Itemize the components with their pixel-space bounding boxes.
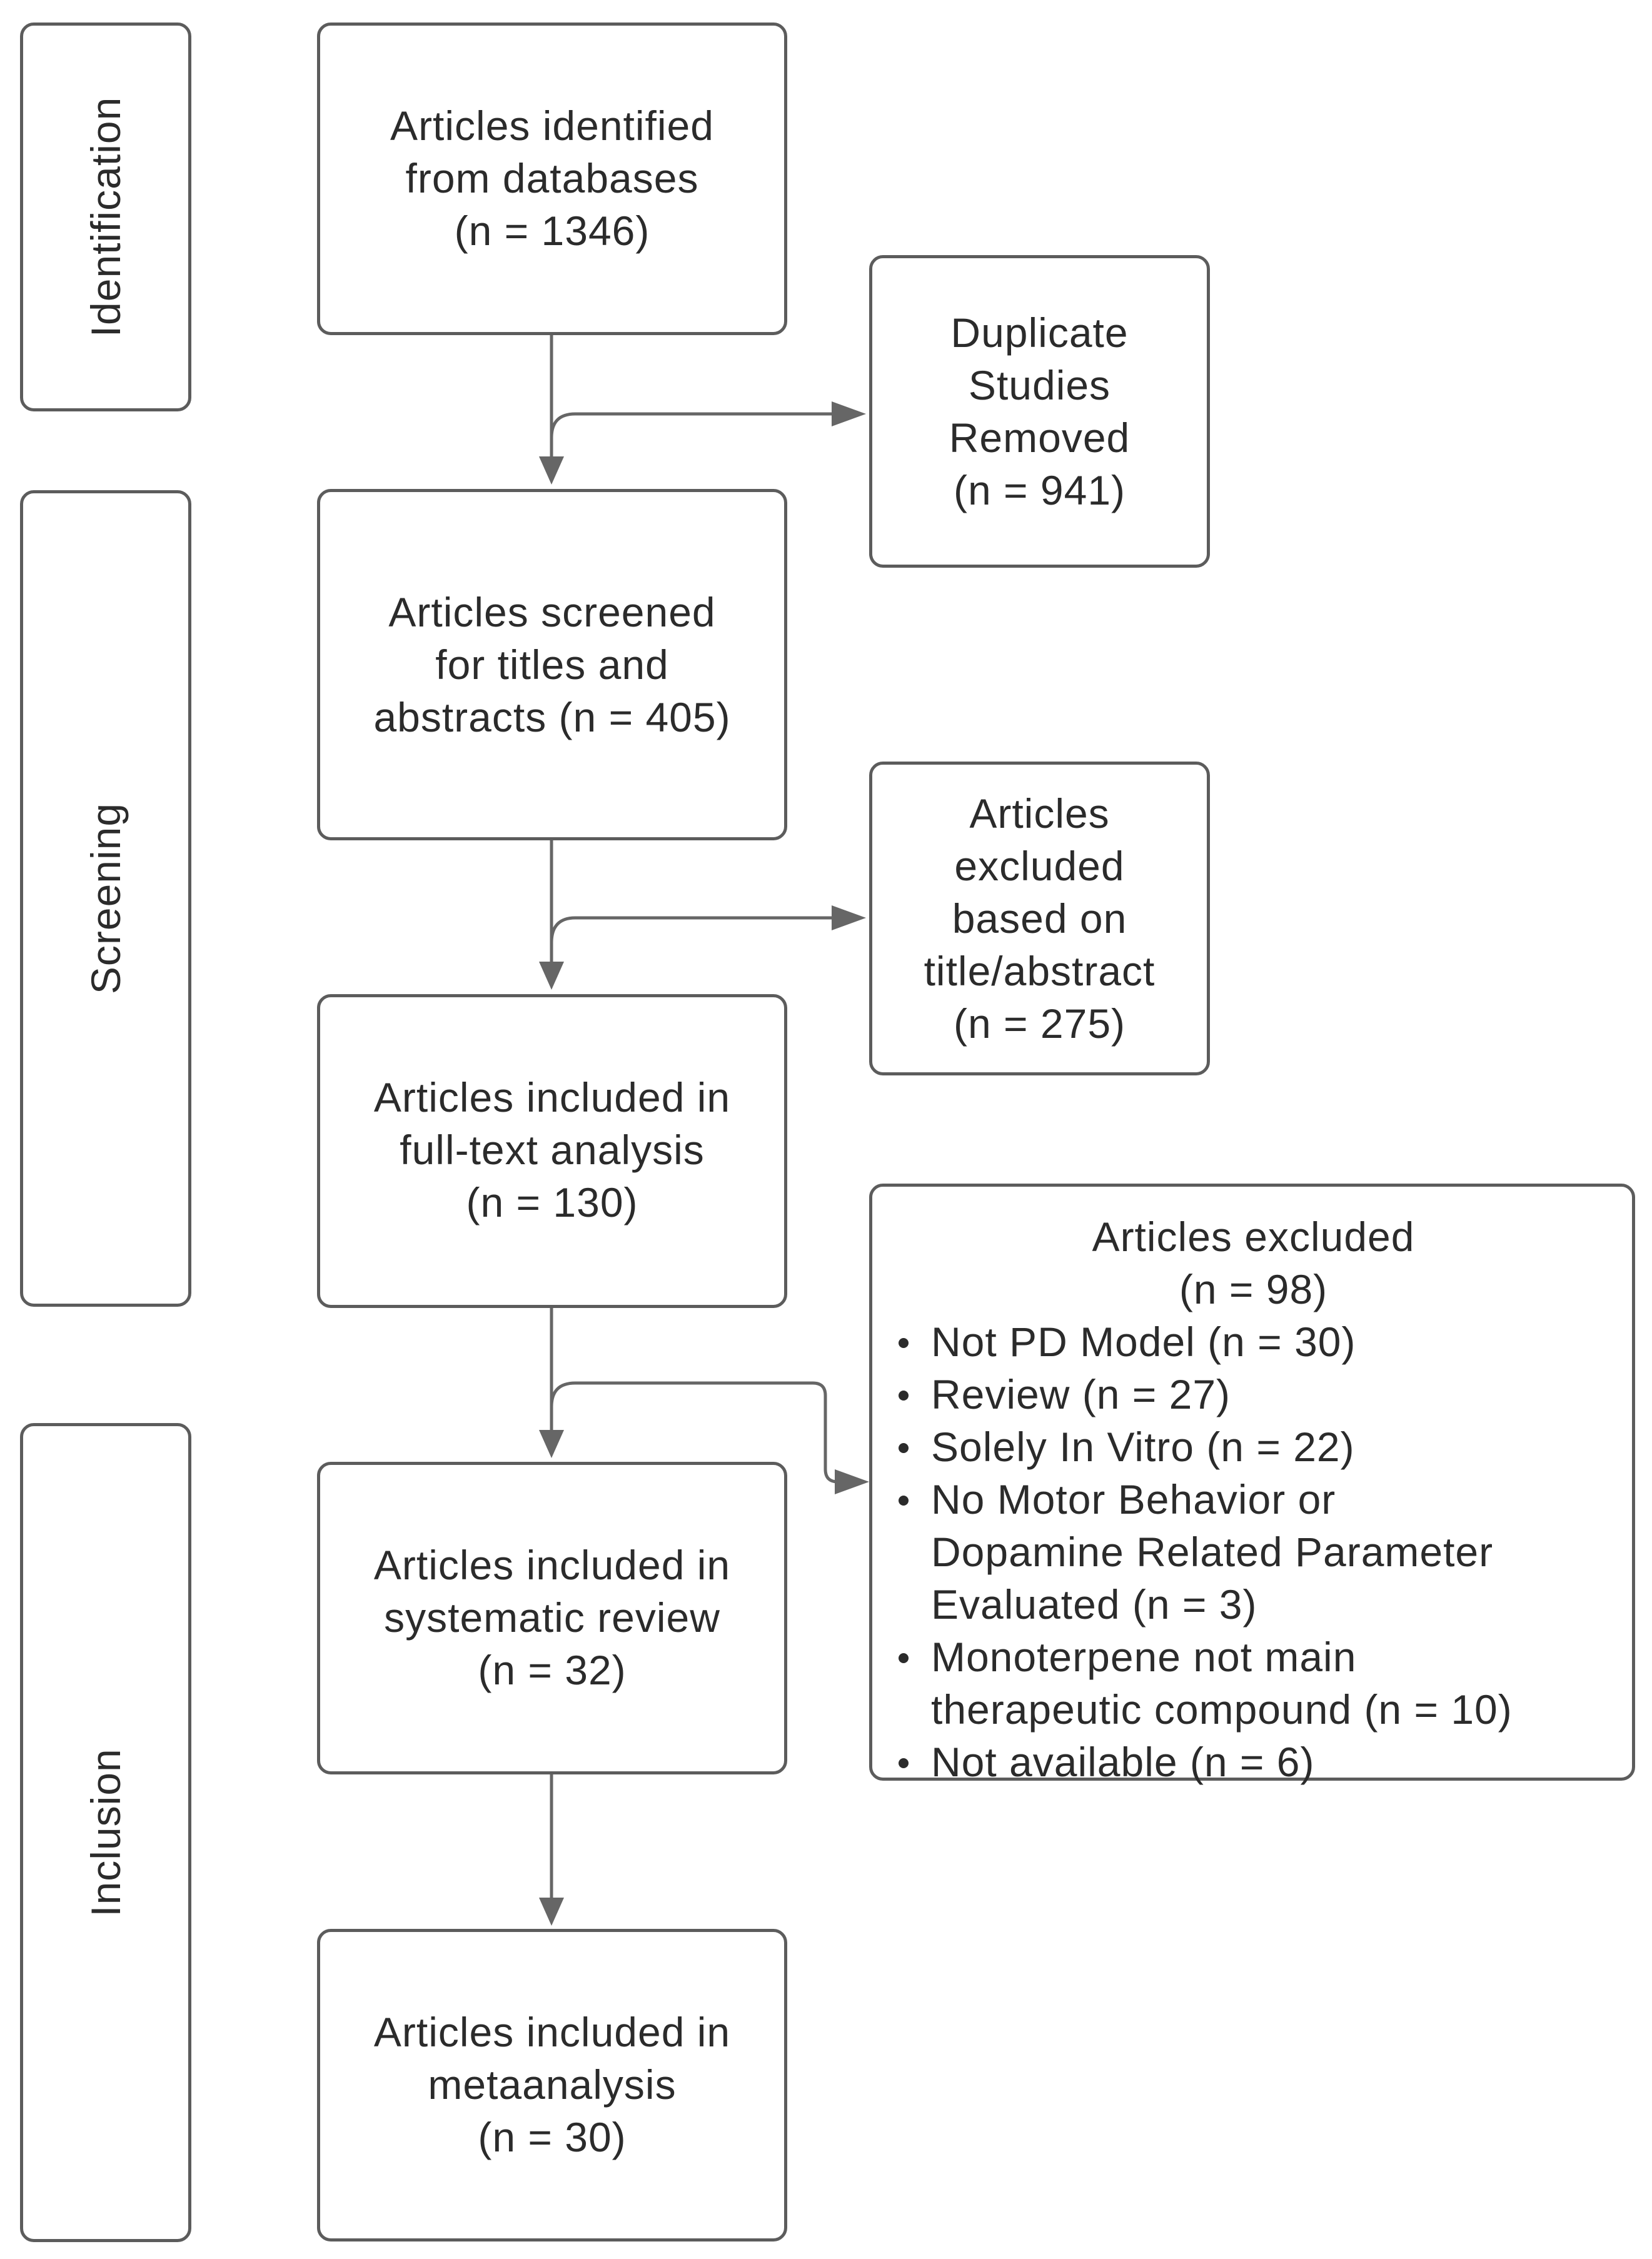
fulltext-line-2: full-text analysis — [400, 1127, 705, 1173]
arrowhead-duplicates — [832, 401, 866, 426]
systematic-line-3: (n = 32) — [478, 1647, 627, 1693]
identified-line-3: (n = 1346) — [454, 208, 650, 254]
systematic-line-1: Articles included in — [373, 1542, 731, 1588]
screened-line-3: abstracts (n = 405) — [373, 694, 731, 740]
identified-line-1: Articles identified — [390, 103, 714, 149]
exclusion-reasons-list: Not PD Model (n = 30) Review (n = 27) So… — [894, 1316, 1613, 1788]
metaanalysis-line-2: metaanalysis — [428, 2061, 677, 2108]
box-full-text-analysis: Articles included in full-text analysis … — [317, 994, 787, 1308]
screened-line-1: Articles screened — [388, 589, 716, 635]
fulltext-line-1: Articles included in — [373, 1074, 731, 1120]
exclusion-reason-text: therapeutic compound (n = 10) — [931, 1686, 1513, 1733]
exclusion-reason-text: Dopamine Related Parameter — [931, 1529, 1494, 1575]
excluded-title-line-1: Articles — [969, 790, 1110, 837]
exclusion-reason-text: No Motor Behavior or — [931, 1476, 1336, 1522]
branch-to-excluded-title — [550, 916, 835, 943]
box-excluded-title-abstract: Articles excluded based on title/abstrac… — [869, 762, 1210, 1075]
exclusion-reason: Review (n = 27) — [894, 1368, 1613, 1421]
excluded-fulltext-header-2: (n = 98) — [1179, 1266, 1328, 1312]
exclusion-reason: Not PD Model (n = 30) — [894, 1316, 1613, 1368]
exclusion-reason-text: Evaluated (n = 3) — [931, 1581, 1257, 1628]
exclusion-reason-text: Solely In Vitro (n = 22) — [931, 1424, 1355, 1470]
metaanalysis-line-3: (n = 30) — [478, 2114, 627, 2160]
exclusion-reason: Monoterpene not main therapeutic compoun… — [894, 1631, 1613, 1736]
phase-identification: Identification — [20, 23, 191, 411]
fulltext-line-3: (n = 130) — [466, 1179, 638, 1225]
systematic-line-2: systematic review — [384, 1594, 720, 1641]
metaanalysis-line-1: Articles included in — [373, 2009, 731, 2055]
arrowhead-screened — [539, 456, 564, 485]
exclusion-reason: Solely In Vitro (n = 22) — [894, 1421, 1613, 1473]
screened-line-2: for titles and — [435, 641, 669, 688]
excluded-title-line-5: (n = 275) — [954, 1000, 1126, 1047]
arrowhead-excluded-title — [832, 905, 866, 930]
box-metaanalysis: Articles included in metaanalysis (n = 3… — [317, 1929, 787, 2241]
excluded-title-line-2: excluded — [954, 843, 1125, 889]
box-articles-screened: Articles screened for titles and abstrac… — [317, 489, 787, 840]
exclusion-reason-text: Monoterpene not main — [931, 1634, 1357, 1680]
duplicates-line-1: Duplicate — [950, 309, 1129, 356]
box-articles-identified: Articles identified from databases (n = … — [317, 23, 787, 335]
box-excluded-full-text: Articles excluded (n = 98) Not PD Model … — [869, 1184, 1635, 1785]
duplicates-line-3: Removed — [949, 415, 1131, 461]
arrowhead-excluded-fulltext — [835, 1469, 869, 1494]
box-systematic-review: Articles included in systematic review (… — [317, 1462, 787, 1774]
exclusion-reason-text: Not PD Model (n = 30) — [931, 1319, 1356, 1365]
phase-inclusion: Inclusion — [20, 1423, 191, 2242]
arrowhead-metaanalysis — [539, 1898, 564, 1926]
box-duplicates-removed: Duplicate Studies Removed (n = 941) — [869, 255, 1210, 568]
exclusion-reason-text: Review (n = 27) — [931, 1371, 1231, 1417]
arrowhead-systematic — [539, 1430, 564, 1458]
excluded-title-line-4: title/abstract — [924, 948, 1156, 994]
exclusion-reason: Not available (n = 6) — [894, 1736, 1613, 1788]
phase-screening: Screening — [20, 490, 191, 1307]
exclusion-reason-text: Not available (n = 6) — [931, 1739, 1315, 1785]
arrowhead-fulltext — [539, 962, 564, 990]
duplicates-line-4: (n = 941) — [954, 467, 1126, 513]
branch-to-duplicates — [550, 412, 835, 438]
duplicates-line-2: Studies — [968, 362, 1111, 408]
branch-to-excluded-fulltext — [550, 1381, 841, 1484]
excluded-title-line-3: based on — [952, 895, 1127, 942]
exclusion-reason: No Motor Behavior or Dopamine Related Pa… — [894, 1473, 1613, 1631]
identified-line-2: from databases — [405, 155, 699, 201]
excluded-fulltext-header-1: Articles excluded — [1092, 1214, 1415, 1260]
